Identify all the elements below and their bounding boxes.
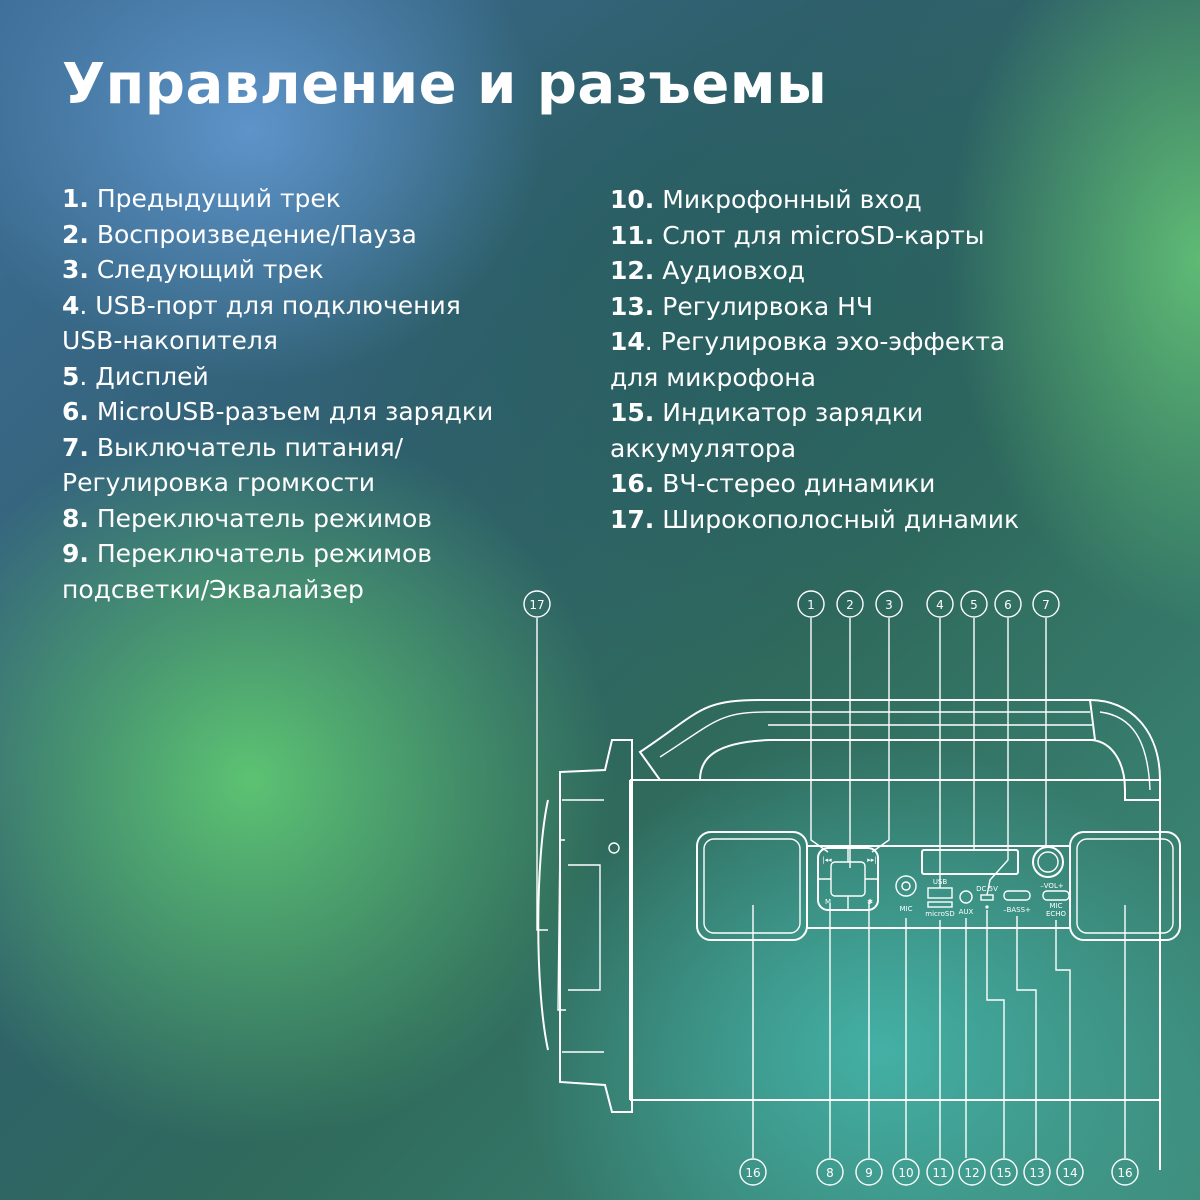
callouts: 17 1 2 3 4 5 6 7 16 8 9 10 11 12 15 13 1… — [523, 590, 1139, 1186]
bass-slider — [1003, 890, 1031, 901]
list-item: Регулировка громкости — [62, 468, 375, 497]
list-item: 7. Выключатель питания/ — [62, 432, 404, 462]
callout-6: 6 — [994, 590, 1022, 618]
tweeter-left — [696, 831, 808, 941]
play-pause-button — [830, 861, 866, 897]
callout-12: 12 — [958, 1158, 986, 1186]
aux-jack — [959, 890, 973, 904]
svg-text:MIC: MIC — [1050, 902, 1063, 910]
list-item: 13. Регулирвока НЧ — [610, 291, 874, 321]
speaker-handle — [638, 699, 1161, 801]
svg-text:M: M — [825, 898, 831, 906]
callout-1: 1 — [797, 590, 825, 618]
svg-text:10: 10 — [898, 1166, 913, 1180]
callout-7: 7 — [1032, 590, 1060, 618]
svg-text:|◂◂: |◂◂ — [822, 856, 832, 864]
list-item: подсветки/Эквалайзер — [62, 574, 364, 604]
leader-lines — [536, 618, 1126, 1158]
svg-text:✱: ✱ — [867, 898, 873, 906]
list-item: 16. ВЧ-стерео динамики — [610, 469, 936, 498]
svg-text:DC 5V: DC 5V — [976, 885, 998, 893]
list-item: 9. Переключатель режимов — [62, 539, 433, 568]
list-item: аккумулятора — [610, 433, 797, 463]
microsd-slot — [927, 901, 953, 908]
callout-5: 5 — [960, 590, 988, 618]
microusb-port — [980, 894, 994, 901]
list-item: 14. Регулировка эхо-эффекта — [610, 327, 1006, 356]
svg-text:2: 2 — [846, 598, 854, 612]
callout-16-left: 16 — [739, 1158, 767, 1186]
svg-text:12: 12 — [964, 1166, 979, 1180]
svg-text:13: 13 — [1029, 1166, 1044, 1180]
list-item: 12. Аудиовход — [610, 256, 806, 285]
list-item: 2. Воспроизведение/Пауза — [62, 219, 417, 249]
svg-text:16: 16 — [1117, 1166, 1132, 1180]
svg-text:5: 5 — [970, 598, 978, 612]
svg-text:ECHO: ECHO — [1046, 910, 1067, 918]
list-item: 3. Следующий трек — [62, 255, 324, 284]
svg-text:–VOL+: –VOL+ — [1040, 882, 1064, 890]
svg-text:11: 11 — [932, 1166, 947, 1180]
list-item: 4. USB-порт для подключения — [62, 290, 461, 320]
svg-text:7: 7 — [1042, 598, 1050, 612]
echo-slider — [1042, 890, 1070, 901]
callout-4: 4 — [926, 590, 954, 618]
svg-text:16: 16 — [745, 1166, 760, 1180]
list-item: 1. Предыдущий трек — [62, 184, 341, 213]
callout-10: 10 — [892, 1158, 920, 1186]
control-panel: |◂◂ ▸▸| M ✱ MIC USB microSD AUX DC 5V –B… — [807, 845, 1070, 929]
tweeter-left-inner — [703, 838, 801, 934]
callout-11: 11 — [926, 1158, 954, 1186]
list-item: для микрофона — [610, 362, 816, 392]
controls-list-right: 10. Микрофонный вход 11. Слот для microS… — [610, 182, 1170, 537]
callout-2: 2 — [836, 590, 864, 618]
list-item: 15. Индикатор зарядки — [610, 398, 924, 427]
svg-text:MIC: MIC — [900, 905, 913, 913]
callout-16-right: 16 — [1111, 1158, 1139, 1186]
controls-list-left: 1. Предыдущий трек 2. Воспроизведение/Па… — [62, 181, 582, 607]
svg-text:8: 8 — [826, 1166, 834, 1180]
callout-14: 14 — [1056, 1158, 1084, 1186]
svg-text:14: 14 — [1062, 1166, 1077, 1180]
svg-text:3: 3 — [885, 598, 893, 612]
svg-text:17: 17 — [529, 598, 544, 612]
svg-text:microSD: microSD — [925, 910, 954, 918]
list-item: 5. Дисплей — [62, 361, 209, 391]
callout-13: 13 — [1023, 1158, 1051, 1186]
list-item: 6. MicroUSB-разъем для зарядки — [62, 397, 494, 426]
list-item: 8. Переключатель режимов — [62, 503, 433, 533]
list-item: 10. Микрофонный вход — [610, 185, 922, 214]
list-item: 11. Слот для microSD-карты — [610, 220, 985, 250]
usb-port — [927, 887, 953, 899]
callout-8: 8 — [816, 1158, 844, 1186]
svg-text:–BASS+: –BASS+ — [1003, 906, 1031, 914]
svg-text:6: 6 — [1004, 598, 1012, 612]
svg-text:1: 1 — [807, 598, 815, 612]
callout-17: 17 — [523, 590, 551, 618]
mic-jack — [895, 875, 917, 897]
list-item: 17. Широкополосный динамик — [610, 504, 1020, 534]
list-item: USB-накопителя — [62, 326, 278, 355]
page-title: Управление и разъемы — [62, 52, 828, 117]
volume-knob — [1032, 846, 1064, 878]
callout-9: 9 — [855, 1158, 883, 1186]
callout-3: 3 — [875, 590, 903, 618]
svg-text:9: 9 — [865, 1166, 873, 1180]
svg-text:15: 15 — [996, 1166, 1011, 1180]
callout-15: 15 — [990, 1158, 1018, 1186]
svg-text:4: 4 — [936, 598, 944, 612]
speaker-body — [537, 739, 1161, 1170]
svg-text:▸▸|: ▸▸| — [867, 856, 876, 864]
display-screen — [921, 849, 1019, 875]
svg-text:AUX: AUX — [959, 908, 974, 916]
